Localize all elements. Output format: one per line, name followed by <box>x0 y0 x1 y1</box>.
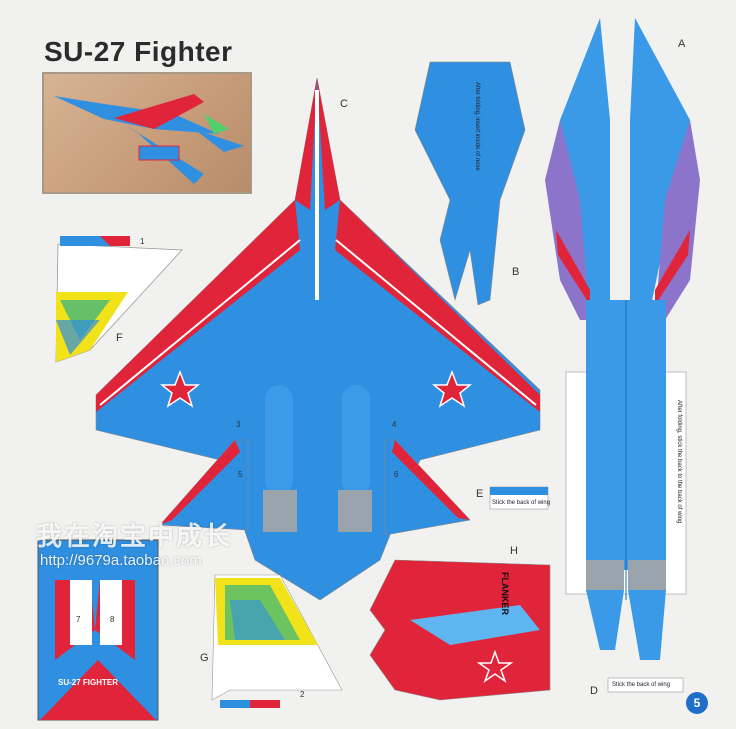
part-label-b: B <box>512 266 520 278</box>
tab-number-3: 3 <box>236 420 241 429</box>
tab-number-4: 4 <box>392 420 397 429</box>
part-c-main-wing <box>95 77 541 601</box>
part-h-tail-panel <box>369 559 551 701</box>
part-label-h: H <box>510 545 518 557</box>
box-label: SU-27 FIGHTER <box>58 678 119 687</box>
tab-number-5: 5 <box>238 470 243 479</box>
tab-number-6: 6 <box>394 470 399 479</box>
tab-number-1: 1 <box>140 237 145 246</box>
part-label-f: F <box>116 332 123 344</box>
tab-number-2: 2 <box>300 690 305 699</box>
tab-number-8: 8 <box>110 615 115 624</box>
part-label-d: D <box>590 685 598 697</box>
part-a-fuselage <box>545 18 700 660</box>
model-box-art <box>37 539 159 721</box>
part-label-e: E <box>476 488 484 500</box>
watermark-text: 我在淘宝中成长 <box>36 522 233 552</box>
wing-e-instruction: Stick the back of wing <box>492 500 551 506</box>
part-g-tail-fin <box>211 574 343 708</box>
page-title: SU-27 Fighter <box>44 36 233 67</box>
body-fold-instruction: After folding, stick the back to the bac… <box>676 400 682 524</box>
model-photo-plane <box>54 94 244 184</box>
part-e-strip <box>489 486 549 510</box>
tab-number-7: 7 <box>76 615 81 624</box>
part-b-nose <box>414 61 526 306</box>
tail-flanker-text: FLANKER <box>500 572 510 615</box>
part-d-strip <box>607 677 684 693</box>
wing-d-instruction: Stick the back of wing <box>612 682 671 688</box>
model-photo <box>42 72 252 194</box>
part-c-stabilizers <box>159 439 471 536</box>
part-label-a: A <box>678 38 686 50</box>
watermark-url: http://9679a.taobao.com <box>40 552 202 569</box>
part-f-tail-fin <box>55 236 183 363</box>
page-number-badge: 5 <box>686 692 708 714</box>
part-label-g: G <box>200 652 209 664</box>
part-label-c: C <box>340 98 348 110</box>
nose-fold-instruction: After folding, insert inside of nose <box>474 82 480 171</box>
